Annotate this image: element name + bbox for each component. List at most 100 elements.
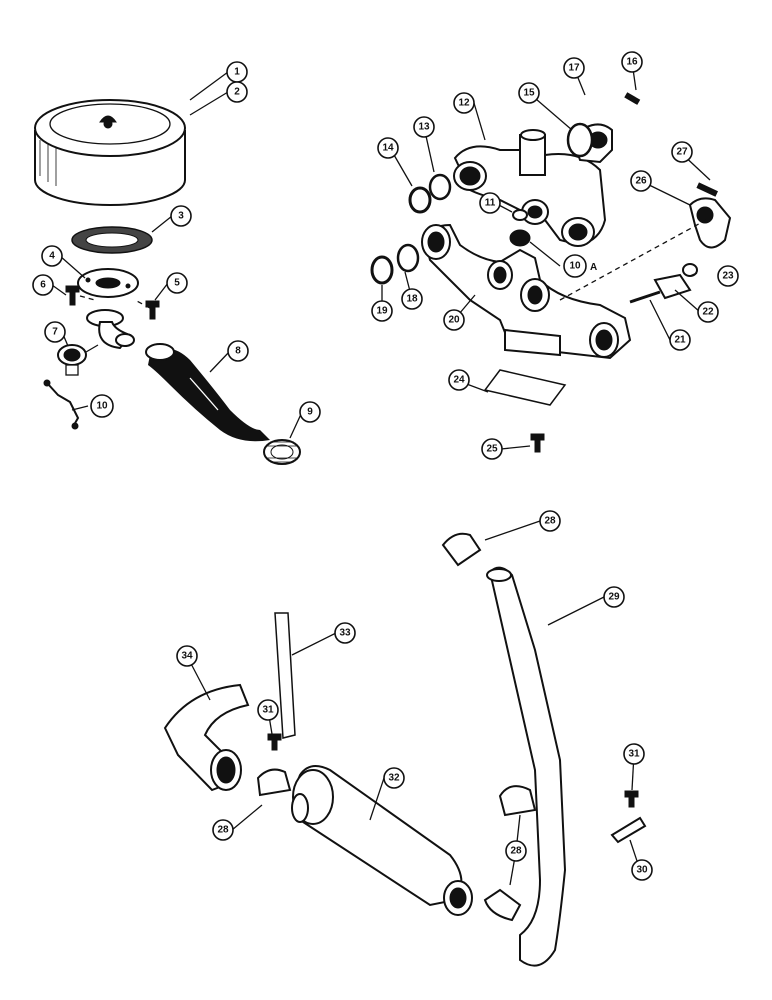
callout-5: 5	[166, 272, 188, 294]
wire-lead	[43, 379, 80, 430]
svg-text:6: 6	[40, 280, 46, 291]
callout-32: 32	[383, 767, 405, 789]
brace-rod	[274, 612, 296, 739]
svg-text:10: 10	[569, 261, 581, 272]
svg-text:9: 9	[307, 407, 313, 418]
callout-33: 33	[334, 622, 356, 644]
callout-29: 29	[603, 586, 625, 608]
svg-text:17: 17	[568, 63, 580, 74]
svg-text:30: 30	[636, 865, 648, 876]
svg-text:13: 13	[418, 122, 430, 133]
callout-3: 3	[170, 205, 192, 227]
callout-28-left: 28	[212, 819, 234, 841]
cover-plate	[483, 369, 567, 453]
callout-23: 23	[717, 265, 739, 287]
callout-34: 34	[176, 645, 198, 667]
svg-text:28: 28	[510, 846, 522, 857]
callout-2: 2	[226, 81, 248, 103]
svg-text:29: 29	[608, 592, 620, 603]
callout-27: 27	[671, 141, 693, 163]
callout-10-a-suffix: A	[590, 262, 597, 273]
rings-and-seals	[370, 173, 531, 285]
svg-text:28: 28	[544, 516, 556, 527]
svg-text:1: 1	[234, 67, 240, 78]
callout-10: 10	[90, 394, 114, 418]
callout-8: 8	[227, 340, 249, 362]
svg-text:31: 31	[262, 705, 274, 716]
callout-7: 7	[44, 321, 66, 343]
svg-text:24: 24	[453, 375, 465, 386]
svg-text:12: 12	[458, 98, 470, 109]
callout-30: 30	[631, 859, 653, 881]
svg-text:8: 8	[235, 346, 241, 357]
svg-text:25: 25	[486, 444, 498, 455]
callout-25: 25	[481, 438, 503, 460]
svg-text:22: 22	[702, 307, 714, 318]
callout-14: 14	[377, 137, 399, 159]
svg-text:2: 2	[234, 87, 240, 98]
callout-17: 17	[563, 57, 585, 79]
callout-10-a: 10	[563, 254, 587, 278]
svg-text:20: 20	[448, 315, 460, 326]
svg-text:26: 26	[635, 176, 647, 187]
svg-text:4: 4	[49, 251, 55, 262]
svg-text:7: 7	[52, 327, 58, 338]
svg-text:28: 28	[217, 825, 229, 836]
svg-text:31: 31	[628, 749, 640, 760]
muffler	[291, 765, 473, 916]
callout-4: 4	[41, 245, 63, 267]
svg-text:33: 33	[339, 628, 351, 639]
callout-11: 11	[479, 192, 501, 214]
svg-text:21: 21	[674, 335, 686, 346]
exhaust-pipe	[486, 566, 567, 967]
svg-text:11: 11	[485, 198, 496, 209]
callout-20: 20	[443, 309, 465, 331]
svg-text:5: 5	[174, 278, 180, 289]
hose-clamp	[263, 439, 301, 465]
air-cleaner-assembly	[34, 99, 186, 206]
screws-air-cleaner	[65, 285, 160, 320]
stud-clamp-nut	[559, 219, 707, 304]
bolts-exhaust	[267, 733, 647, 844]
callout-31-right: 31	[623, 743, 645, 765]
restriction-indicator	[57, 344, 99, 376]
callout-22: 22	[697, 301, 719, 323]
svg-text:34: 34	[181, 651, 193, 662]
svg-text:27: 27	[676, 147, 688, 158]
callout-16: 16	[621, 51, 643, 73]
svg-text:15: 15	[523, 88, 535, 99]
svg-text:16: 16	[626, 57, 638, 68]
elbow-fitting	[86, 309, 135, 350]
callout-21: 21	[669, 329, 691, 351]
svg-text:18: 18	[406, 294, 418, 305]
exhaust-elbow-right	[688, 182, 732, 249]
svg-text:3: 3	[178, 211, 184, 222]
elbow-and-gasket	[566, 92, 641, 164]
svg-text:10: 10	[96, 401, 108, 412]
callout-19: 19	[371, 300, 393, 322]
callout-1: 1	[226, 61, 248, 83]
svg-text:23: 23	[722, 271, 734, 282]
callout-28-top: 28	[539, 510, 561, 532]
callout-15: 15	[518, 82, 540, 104]
callout-13: 13	[413, 116, 435, 138]
callout-26: 26	[630, 170, 652, 192]
callout-6: 6	[32, 274, 54, 296]
callout-24: 24	[448, 369, 470, 391]
callout-12: 12	[453, 92, 475, 114]
callout-18: 18	[401, 288, 423, 310]
callout-9: 9	[299, 401, 321, 423]
gasket	[71, 226, 153, 254]
adapter-plate	[77, 268, 139, 298]
svg-text:14: 14	[382, 143, 394, 154]
callout-31-left: 31	[257, 699, 279, 721]
muffler-clamps	[256, 532, 537, 922]
air-hose	[145, 343, 270, 442]
exhaust-manifold	[421, 223, 632, 360]
callout-28-right: 28	[505, 840, 527, 862]
svg-text:19: 19	[376, 306, 388, 317]
svg-text:32: 32	[388, 773, 400, 784]
tail-pipe	[163, 683, 250, 792]
